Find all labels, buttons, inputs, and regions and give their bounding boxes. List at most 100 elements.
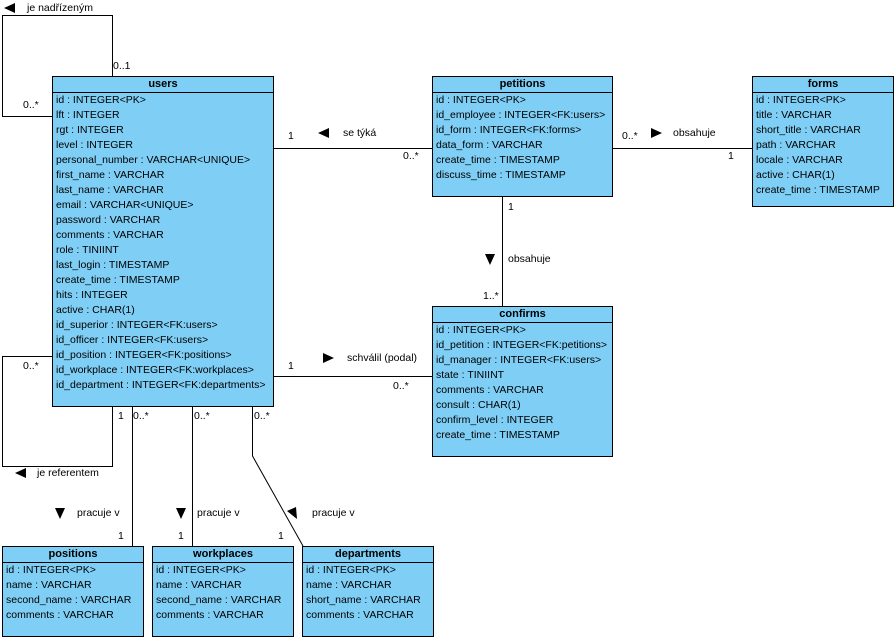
attribute-list: id : INTEGER<PK> title : VARCHAR short_tit… [753,93,893,198]
triangle-left-icon [318,128,329,138]
attribute-row: comments : VARCHAR [6,609,114,621]
multiplicity-label: 0..* [23,99,39,111]
entity-title: forms [753,77,893,93]
attribute-row: id : INTEGER<PK> [306,564,396,576]
triangle-down-icon [176,508,186,519]
attribute-row: comments : VARCHAR [436,384,544,396]
attribute-row: active : CHAR(1) [756,169,835,181]
connector-users-departments [252,406,304,547]
attribute-row: locale : VARCHAR [756,154,843,166]
entity-positions: positions id : INTEGER<PK>name : VARCHAR… [2,546,144,637]
attribute-row: id_officer : INTEGER<FK:users> [56,334,209,346]
relation-label: pracuje v [197,507,240,519]
relation-label: schválil (podal) [347,352,418,364]
attribute-row: id : INTEGER<PK> [56,94,146,106]
attribute-row: id : INTEGER<PK> [436,324,526,336]
attribute-row: second_name : VARCHAR [6,594,132,606]
entity-title: workplaces [153,547,293,563]
attribute-row: comments : VARCHAR [306,609,414,621]
attribute-row: comments : VARCHAR [56,229,164,241]
attribute-row: create_time : TIMESTAMP [436,429,560,441]
attribute-row: create_time : TIMESTAMP [436,154,560,166]
multiplicity-label: 1 [118,530,124,542]
attribute-row: id : INTEGER<PK> [6,564,96,576]
triangle-right-icon [323,353,334,363]
attribute-row: state : TINIINT [436,369,505,381]
attribute-list: id : INTEGER<PK> name : VARCHAR short_name… [303,563,433,623]
attribute-row: lft : INTEGER [56,109,120,121]
triangle-right-icon [651,128,662,138]
connector-users-referent [2,356,113,467]
triangle-down-icon [287,507,297,519]
attribute-row: password : VARCHAR [56,214,161,226]
attribute-row: last_name : VARCHAR [56,184,164,196]
attribute-row: data_form : VARCHAR [436,139,543,151]
attribute-row: create_time : TIMESTAMP [756,184,880,196]
attribute-list: id : INTEGER<PK>id_employee : INTEGER<FK… [433,93,612,183]
attribute-row: email : VARCHAR<UNIQUE> [56,199,194,211]
attribute-row: level : INTEGER [56,139,134,151]
attribute-row: short_name : VARCHAR [306,594,421,606]
multiplicity-label: 1 [278,530,284,542]
attribute-row: id_manager : INTEGER<FK:users> [436,354,602,366]
attribute-row: path : VARCHAR [756,139,836,151]
connector-users-superior [2,15,113,117]
attribute-row: id_department : INTEGER<FK:departments> [56,379,266,391]
multiplicity-label: 1 [508,201,514,213]
attribute-row: create_time : TIMESTAMP [56,274,180,286]
triangle-left-icon [15,468,26,478]
attribute-row: short_title : VARCHAR [756,124,861,136]
relation-label: pracuje v [312,507,355,519]
attribute-row: id_position : INTEGER<FK:positions> [56,349,232,361]
entity-departments: departments id : INTEGER<PK>name : VARCH… [302,546,434,637]
attribute-row: consult : CHAR(1) [436,399,521,411]
attribute-row: name : VARCHAR [156,579,242,591]
attribute-row: id : INTEGER<PK> [756,94,846,106]
triangle-left-icon [4,3,15,13]
entity-title: positions [3,547,143,563]
relation-label: je nadřízeným [27,2,93,14]
multiplicity-label: 1..* [483,290,499,302]
attribute-row: confirm_level : INTEGER [436,414,554,426]
attribute-row: hits : INTEGER [56,289,128,301]
multiplicity-label: 0..* [194,410,210,422]
attribute-row: active : CHAR(1) [56,304,135,316]
relation-label: obsahuje [673,127,716,139]
attribute-list: id : INTEGER<PK> name : VARCHAR second_nam… [153,563,293,623]
attribute-row: id : INTEGER<PK> [156,564,246,576]
multiplicity-label: 0..* [393,380,409,392]
multiplicity-label: 1 [288,130,294,142]
relation-label: obsahuje [508,253,551,265]
attribute-row: name : VARCHAR [306,579,392,591]
triangle-down-icon [55,508,65,519]
entity-confirms: confirms id : INTEGER<PK> id_petition : I… [432,306,613,457]
entity-petitions: petitions id : INTEGER<PK>id_employee : … [432,76,613,197]
attribute-row: personal_number : VARCHAR<UNIQUE> [56,154,251,166]
multiplicity-label: 0..* [403,150,419,162]
attribute-row: last_login : TIMESTAMP [56,259,170,271]
multiplicity-label: 0..* [622,130,638,142]
attribute-row: id_employee : INTEGER<FK:users> [436,109,606,121]
multiplicity-label: 0..* [254,410,270,422]
entity-title: petitions [433,77,612,93]
multiplicity-label: 0..* [133,410,149,422]
multiplicity-label: 1 [728,150,734,162]
multiplicity-label: 0..* [23,360,39,372]
attribute-row: second_name : VARCHAR [156,594,282,606]
triangle-down-icon [485,254,495,265]
attribute-row: id_petition : INTEGER<FK:petitions> [436,339,607,351]
entity-forms: forms id : INTEGER<PK> title : VARCHAR sho… [752,76,894,207]
attribute-row: discuss_time : TIMESTAMP [436,169,566,181]
relation-label: pracuje v [77,507,120,519]
attribute-row: title : VARCHAR [756,109,832,121]
entity-workplaces: workplaces id : INTEGER<PK> name : VARCHA… [152,546,294,637]
attribute-list: id : INTEGER<PK> id_petition : INTEGER<FK… [433,323,612,443]
entity-title: users [53,77,273,93]
multiplicity-label: 1 [288,360,294,372]
attribute-row: role : TINIINT [56,244,119,256]
entity-title: confirms [433,307,612,323]
relation-label: je referentem [37,467,99,479]
